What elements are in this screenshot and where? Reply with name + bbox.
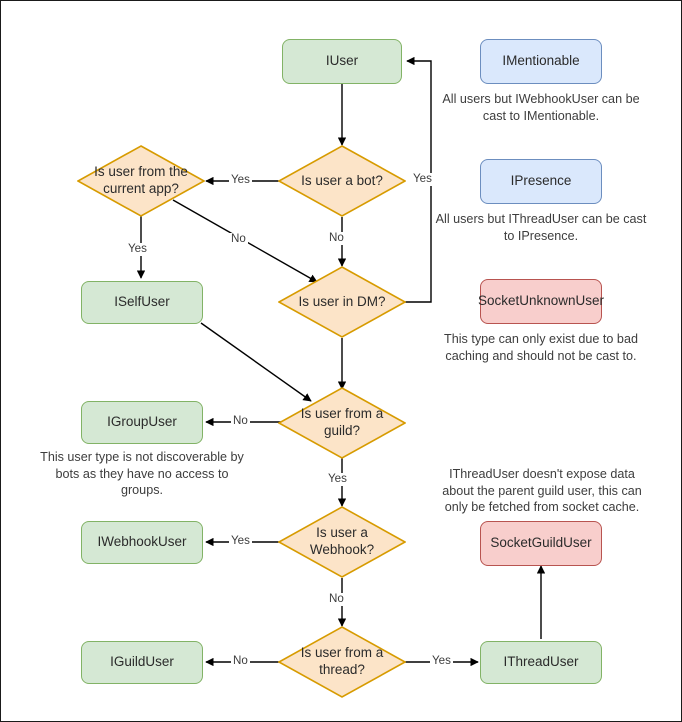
node-imentionable-label: IMentionable [502,53,580,69]
node-is-user-from-a-guild[interactable]: Is user from a guild? [278,387,406,459]
node-iselfuser-label: ISelfUser [114,294,170,310]
node-imentionable[interactable]: IMentionable [480,39,602,84]
node-is-user-a-webhook[interactable]: Is user a Webhook? [278,506,406,578]
node-iwebhookuser-label: IWebhookUser [97,534,187,550]
node-is-user-in-dm-label: Is user in DM? [298,293,386,309]
node-is-user-from-a-guild-label: Is user from a guild? [300,406,384,438]
node-is-user-from-current-app-label: Is user from the current app? [94,164,188,196]
diamond-shape [278,266,406,338]
diamond-shape [278,145,406,217]
edge-label-webhook-no: No [327,592,346,606]
node-socketguilduser[interactable]: SocketGuildUser [480,521,602,566]
node-igroupuser-label: IGroupUser [107,414,177,430]
node-socketguilduser-label: SocketGuildUser [490,535,592,551]
edge-label-bot-yes: Yes [229,173,252,187]
node-ipresence[interactable]: IPresence [480,159,602,204]
node-iguilduser[interactable]: IGuildUser [81,641,203,684]
edge-label-webhook-yes: Yes [229,534,252,548]
node-socketunknownuser[interactable]: SocketUnknownUser [477,279,605,324]
node-is-user-from-a-thread[interactable]: Is user from a thread? [278,626,406,698]
node-iselfuser[interactable]: ISelfUser [81,281,203,324]
edge-label-guild-no: No [231,414,250,428]
edge-label-bot-no: No [327,231,346,245]
edge-label-dm-yes: Yes [411,172,434,186]
node-iwebhookuser[interactable]: IWebhookUser [81,521,203,564]
note-imentionable: All users but IWebhookUser can be cast t… [442,92,640,123]
node-is-user-in-dm[interactable]: Is user in DM? [278,266,406,338]
note-socketunknownuser: This type can only exist due to bad cach… [444,332,638,363]
diamond-shape [278,626,406,698]
node-is-user-from-current-app[interactable]: Is user from the current app? [77,145,205,217]
note-igroupuser: This user type is not discoverable by bo… [40,450,244,498]
node-is-user-a-webhook-label: Is user a Webhook? [309,525,375,557]
edge-label-thread-no: No [231,654,250,668]
node-is-user-a-bot[interactable]: Is user a bot? [278,145,406,217]
node-socketunknownuser-label: SocketUnknownUser [477,293,605,309]
node-ithreaduser-label: IThreadUser [503,654,579,670]
note-ipresence: All users but IThreadUser can be cast to… [435,212,647,243]
edge-label-thread-yes: Yes [430,654,453,668]
diamond-shape [278,506,406,578]
node-iuser-label: IUser [325,53,359,69]
edge-label-guild-yes: Yes [326,472,349,486]
node-ithreaduser[interactable]: IThreadUser [480,641,602,684]
node-iuser[interactable]: IUser [282,39,402,84]
node-ipresence-label: IPresence [510,173,572,189]
edge-label-app-no: No [229,232,248,246]
node-is-user-from-a-thread-label: Is user from a thread? [300,645,384,677]
node-igroupuser[interactable]: IGroupUser [81,401,203,444]
node-iguilduser-label: IGuildUser [110,654,174,670]
note-ithreaduser: IThreadUser doesn't expose data about th… [442,467,642,515]
node-is-user-a-bot-label: Is user a bot? [301,172,383,188]
edge-label-app-yes: Yes [126,242,149,256]
